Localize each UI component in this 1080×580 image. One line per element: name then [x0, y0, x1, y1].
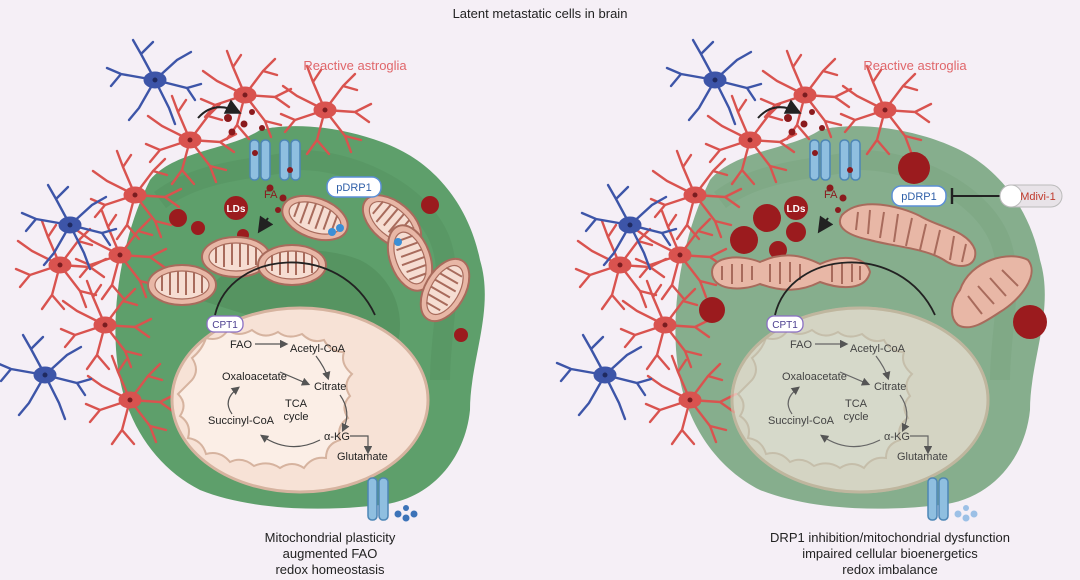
astrocyte-blue-icon	[580, 183, 678, 271]
reactive-astroglia-label: Reactive astroglia	[303, 58, 407, 73]
cpt1-label: CPT1	[212, 320, 238, 331]
svg-text:Acetyl-CoA: Acetyl-CoA	[290, 343, 346, 355]
figure-title: Latent metastatic cells in brain	[453, 6, 628, 21]
svg-text:FAO: FAO	[230, 339, 252, 351]
svg-text:Succinyl-CoA: Succinyl-CoA	[208, 415, 275, 427]
panel-left: Reactive astroglia FA LDs	[0, 38, 485, 577]
lds-label: LDs	[787, 204, 806, 215]
svg-text:Glutamate: Glutamate	[897, 451, 948, 463]
caption-right: DRP1 inhibition/mitochondrial dysfunctio…	[770, 530, 1010, 577]
svg-text:cycle: cycle	[843, 411, 868, 423]
caption-left: Mitochondrial plasticity augmented FAO r…	[265, 530, 396, 577]
mitochondrion-icon	[147, 264, 217, 306]
svg-text:redox imbalance: redox imbalance	[842, 562, 937, 577]
lipid-droplets	[169, 196, 468, 342]
pdrp1-box	[326, 176, 382, 198]
tca-pathway: FAO Acetyl-CoA Oxaloacetate Citrate TCA …	[768, 339, 948, 463]
uptake-arrow-icon	[197, 99, 242, 119]
mdivi1-label: Mdivi-1	[1020, 191, 1055, 203]
svg-text:augmented FAO: augmented FAO	[283, 546, 378, 561]
svg-text:Acetyl-CoA: Acetyl-CoA	[850, 343, 906, 355]
svg-text:DRP1 inhibition/mitochondrial: DRP1 inhibition/mitochondrial dysfunctio…	[770, 530, 1010, 545]
lipid-droplets	[699, 152, 1047, 339]
svg-text:Oxaloacetate: Oxaloacetate	[782, 371, 847, 383]
panel-right: Reactive astroglia FA LDs	[555, 38, 1063, 577]
astrocyte-blue-icon	[665, 38, 763, 126]
pdrp1-label: pDRP1	[901, 191, 936, 203]
astrocyte-blue-icon	[105, 38, 203, 126]
pdrp1-label: pDRP1	[336, 182, 371, 194]
svg-text:Citrate: Citrate	[314, 381, 346, 393]
svg-text:Glutamate: Glutamate	[337, 451, 388, 463]
fa-transporter-icon	[249, 139, 301, 181]
svg-text:cycle: cycle	[283, 411, 308, 423]
svg-text:redox homeostasis: redox homeostasis	[275, 562, 385, 577]
fa-transporter-icon	[809, 139, 861, 181]
svg-text:FAO: FAO	[790, 339, 812, 351]
svg-text:α-KG: α-KG	[324, 431, 350, 443]
fa-arrow-icon	[817, 215, 834, 234]
astrocyte-blue-icon	[20, 183, 118, 271]
svg-text:Oxaloacetate: Oxaloacetate	[222, 371, 287, 383]
fatty-acid-droplets	[224, 109, 265, 136]
svg-text:TCA: TCA	[285, 398, 308, 410]
svg-text:α-KG: α-KG	[884, 431, 910, 443]
svg-text:Succinyl-CoA: Succinyl-CoA	[768, 415, 835, 427]
svg-text:Mitochondrial plasticity: Mitochondrial plasticity	[265, 530, 396, 545]
membrane-channel-icon	[367, 477, 418, 522]
svg-text:Citrate: Citrate	[874, 381, 906, 393]
membrane-channel-icon	[927, 477, 978, 522]
reactive-astroglia-label: Reactive astroglia	[863, 58, 967, 73]
cpt1-box	[766, 315, 804, 333]
uptake-arrow-icon	[757, 99, 802, 119]
fa-label: FA	[824, 189, 838, 201]
tca-pathway: FAO Acetyl-CoA Oxaloacetate Citrate TCA …	[208, 339, 388, 463]
cpt1-label: CPT1	[772, 320, 798, 331]
svg-text:TCA: TCA	[845, 398, 868, 410]
astrocyte-blue-icon	[0, 333, 93, 421]
cpt1-box	[206, 315, 244, 333]
lds-label: LDs	[227, 204, 246, 215]
pdrp1-box	[891, 185, 947, 207]
fa-label: FA	[264, 189, 278, 201]
fa-arrow-icon	[257, 215, 274, 234]
svg-text:impaired cellular bioenergetic: impaired cellular bioenergetics	[802, 546, 978, 561]
astrocyte-blue-icon	[555, 333, 653, 421]
